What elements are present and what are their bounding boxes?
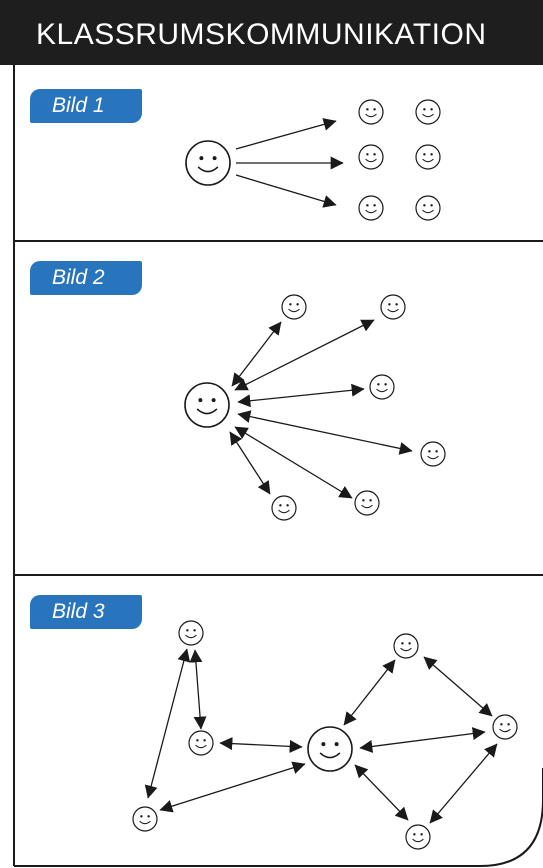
double-arrow [354, 764, 409, 821]
double-arrow [359, 727, 486, 753]
panel-2-arrows [229, 319, 413, 499]
smiley-face-icon [354, 490, 380, 516]
double-arrow [189, 649, 207, 730]
panel-label-text: Bild 3 [52, 600, 105, 623]
double-arrow [229, 431, 271, 495]
smiley-face-icon [358, 195, 384, 221]
double-arrow [237, 410, 413, 455]
smiley-face-icon [281, 294, 307, 320]
smiley-face-icon [393, 633, 419, 659]
smiley-face-icon [132, 806, 158, 832]
panel-label-bild-1: Bild 1 [30, 89, 142, 123]
double-arrow [144, 648, 191, 799]
double-arrow [159, 761, 306, 813]
smiley-face-icon [188, 730, 214, 756]
smiley-face-icon [358, 144, 384, 170]
smiley-face-icon [415, 144, 441, 170]
smiley-face-icon [307, 726, 353, 772]
panel-label-text: Bild 1 [52, 94, 105, 117]
double-arrow [237, 383, 365, 408]
arrow [235, 118, 337, 150]
page-title: KLASSRUMSKOMMUNIKATION [36, 18, 487, 51]
smiley-face-icon [271, 495, 297, 521]
smiley-face-icon [405, 824, 431, 850]
smiley-face-icon [369, 374, 395, 400]
smiley-face-icon [420, 441, 446, 467]
panel-3-arrows [144, 648, 498, 824]
header-bar: KLASSRUMSKOMMUNIKATION [0, 0, 543, 65]
smiley-face-icon [358, 99, 384, 125]
frame [13, 65, 543, 867]
panel-label-bild-3: Bild 3 [30, 595, 142, 629]
panel-label-bild-2: Bild 2 [30, 261, 142, 295]
arrow [235, 174, 337, 208]
double-arrow [219, 737, 303, 753]
smiley-face-icon [185, 140, 231, 186]
smiley-nodes [132, 99, 518, 850]
double-arrow [423, 656, 493, 717]
double-arrow [343, 659, 396, 726]
double-arrow [234, 426, 353, 499]
smiley-face-icon [178, 620, 204, 646]
panel-label-text: Bild 2 [52, 266, 105, 289]
smiley-face-icon [415, 195, 441, 221]
double-arrow [234, 319, 375, 391]
double-arrow [231, 321, 282, 387]
smiley-face-icon [184, 382, 230, 428]
smiley-face-icon [492, 714, 518, 740]
smiley-face-icon [380, 294, 406, 320]
double-arrow [429, 743, 498, 824]
smiley-face-icon [415, 99, 441, 125]
panel-1-arrows [235, 118, 344, 208]
